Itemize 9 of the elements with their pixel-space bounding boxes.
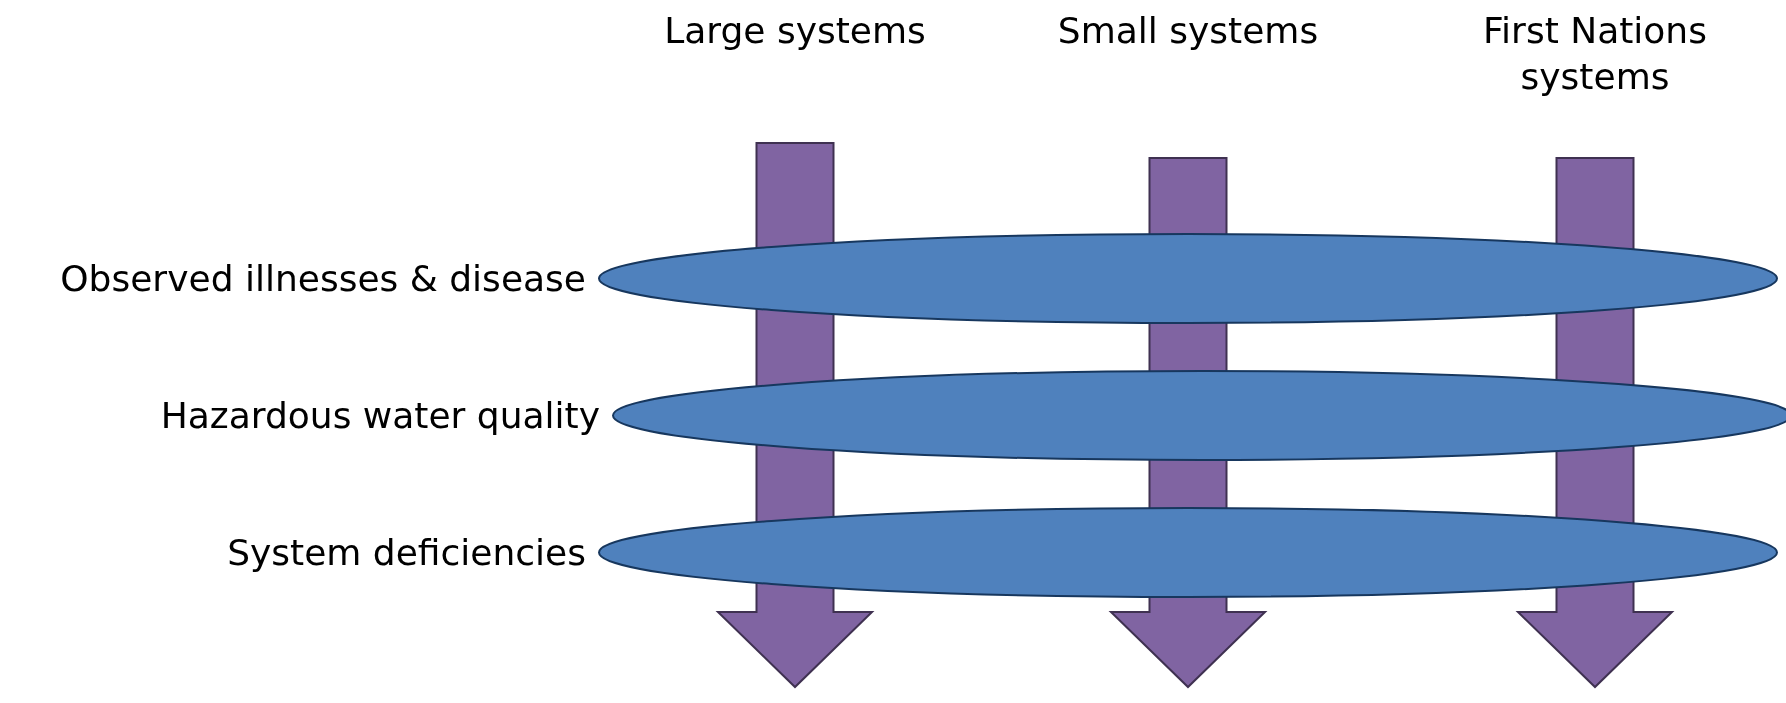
row-label: Hazardous water quality — [160, 393, 600, 438]
column-heading: First Nations systems — [1482, 9, 1708, 99]
row-label: System deficiencies — [227, 530, 586, 575]
ellipse-band — [598, 233, 1778, 324]
column-heading: Large systems — [663, 9, 927, 53]
column-heading: Small systems — [1056, 9, 1320, 53]
ellipse-band — [612, 370, 1786, 461]
row-label: Observed illnesses & disease — [60, 256, 586, 301]
ellipse-band — [598, 507, 1778, 598]
